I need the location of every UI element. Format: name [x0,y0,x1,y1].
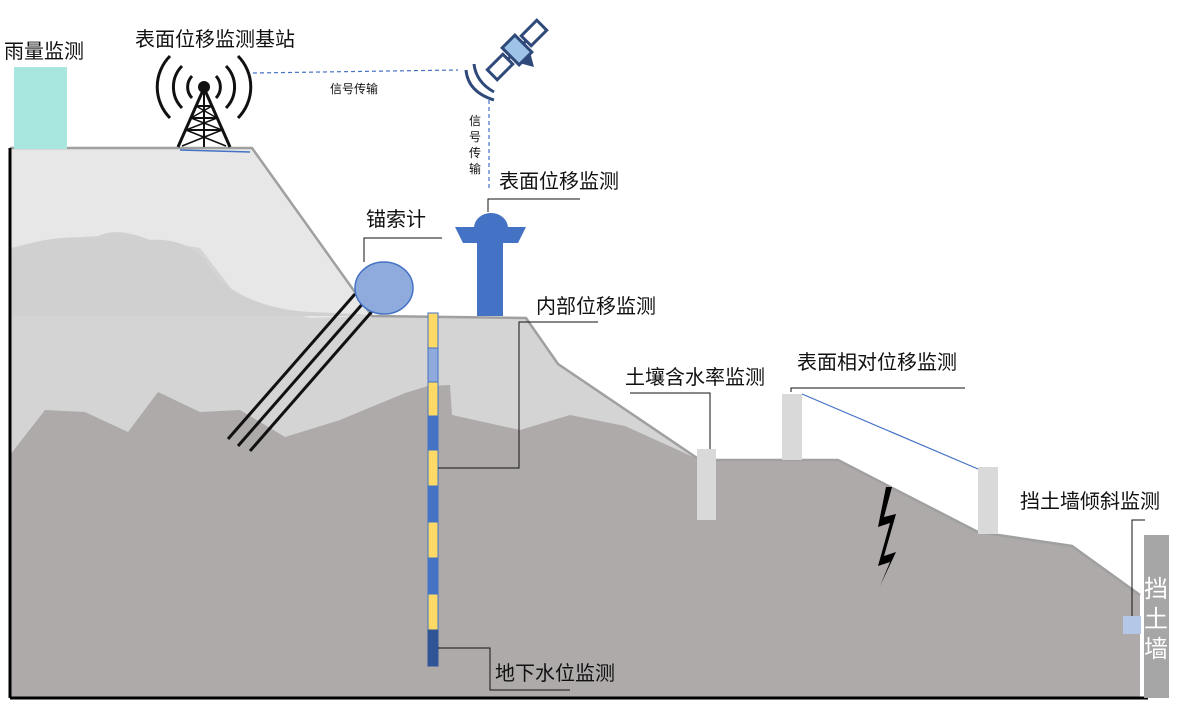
relative-displacement-post-left [782,394,802,460]
groundwater-leader [438,647,570,691]
satellite-icon [485,18,549,82]
top-surface-blue-line [179,149,251,153]
retaining-wall [1144,535,1169,698]
lightning-crack-icon [878,487,896,586]
slope-outline [10,146,1141,597]
surface-displacement-monitor [455,213,526,316]
wall-tilt-sensor [1123,616,1141,634]
terrain [8,146,1148,700]
svg-text:挡: 挡 [1144,575,1168,603]
soil-moisture-leader [630,392,711,449]
surface-displacement-label: 表面位移监测 [499,169,619,193]
surface-displacement-leader [487,198,580,212]
groundwater-label: 地下水位监测 [495,661,615,685]
soil-moisture-sensor [697,449,716,520]
signal-label-horizontal: 信号传输 [330,81,378,96]
satellite-signal-arcs-icon [464,63,495,102]
svg-text:输: 输 [469,161,481,176]
svg-text:信: 信 [469,114,481,128]
svg-text:传: 传 [469,145,481,160]
retaining-wall-label: 挡 土 墙 [1144,575,1168,663]
soil-moisture-label: 土壤含水率监测 [625,365,765,389]
svg-text:土: 土 [1144,605,1168,633]
bedrock-layer [10,385,1140,698]
radio-tower-icon [155,54,253,148]
anchor-cable-meter [354,261,414,315]
relative-displacement-leader [790,387,965,392]
signal-line-horizontal [252,69,459,74]
anchor-label: 锚索计 [366,207,426,231]
relative-displacement-post-right [978,467,998,534]
svg-text:号: 号 [469,130,481,144]
rain-gauge-label: 雨量监测 [4,39,84,63]
borehole-pipe [427,312,439,667]
rain-gauge [14,67,67,149]
signal-label-vertical: 信 号 传 输 [469,114,481,176]
slope-upper-blob [10,232,372,316]
internal-displacement-label: 内部位移监测 [536,294,656,318]
anchor-leader [363,237,442,262]
relative-displacement-label: 表面相对位移监测 [797,350,957,374]
wall-tilt-leader [1131,519,1145,616]
relative-displacement-wire [801,393,979,470]
wall-tilt-label: 挡土墙倾斜监测 [1020,489,1160,513]
anchor-cables [226,293,377,452]
internal-displacement-leader [438,321,598,469]
svg-text:墙: 墙 [1144,635,1168,663]
base-station-label: 表面位移监测基站 [135,27,295,51]
